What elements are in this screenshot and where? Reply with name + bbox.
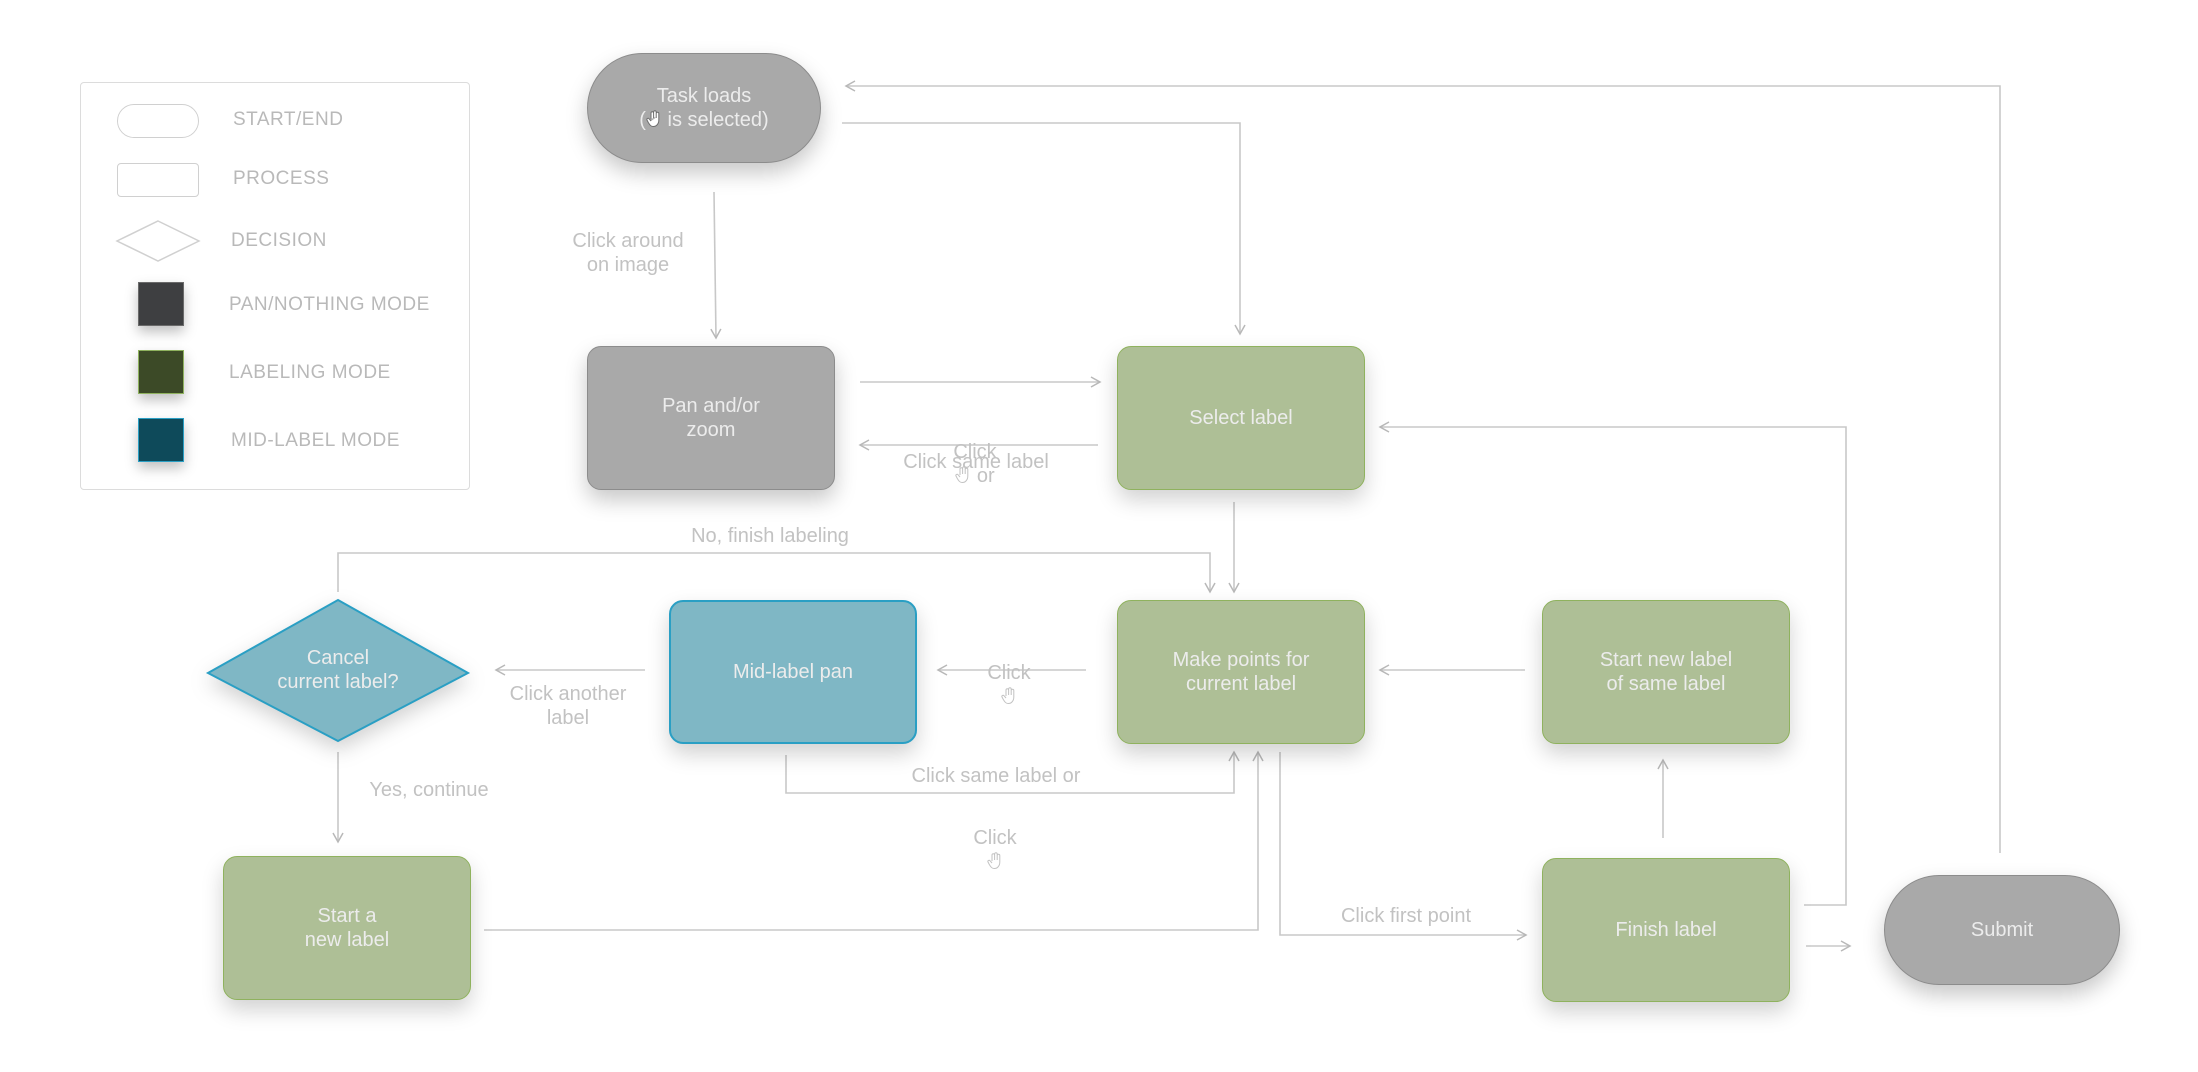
edge-label-click-same-or: Click same label or (911, 765, 1081, 787)
node-select-label: Select label (1117, 346, 1365, 490)
legend-mid-label-swatch (138, 418, 184, 462)
node-pan-zoom: Pan and/or zoom (587, 346, 835, 490)
edge-task-to-select (842, 122, 1246, 336)
legend-decision: DECISION (231, 230, 327, 251)
edge-label-click-hand-or: Click or (953, 441, 997, 487)
edge-label-click-another: Click another label (509, 683, 627, 729)
decision-diamond-cancel (205, 598, 471, 743)
legend-mid-label-mode: MID-LABEL MODE (231, 430, 400, 451)
edge-label-click-around: Click around on image (572, 230, 684, 276)
node-finish-label: Finish label (1542, 858, 1790, 1002)
edge-finish-to-select (1378, 421, 1847, 906)
edge-label-click-mid: Click (954, 637, 1064, 709)
legend-start-end-shape (117, 104, 199, 138)
edge-label-click-bottom: Click (940, 802, 1050, 874)
node-start-new-label: Start a new label (223, 856, 471, 1000)
legend-pan-swatch (138, 282, 184, 326)
legend-process: PROCESS (233, 168, 330, 189)
edge-label-click-same-label: Click same label (903, 451, 1049, 473)
legend-labeling-mode: LABELING MODE (229, 362, 391, 383)
edge-label-yes-continue: Yes, continue (369, 779, 489, 801)
legend-decision-shape (115, 220, 201, 262)
legend-labeling-swatch (138, 350, 184, 394)
edge-cancel-no (337, 552, 1216, 594)
hand-icon (646, 110, 660, 128)
hand-icon (1001, 687, 1015, 705)
node-task-loads: Task loads ( is selected) (587, 53, 821, 163)
hand-icon (987, 852, 1001, 870)
edge-submit-to-task (844, 80, 2001, 853)
legend-process-shape (117, 163, 199, 197)
edge-make-to-finish (1279, 752, 1528, 941)
task-loads-line2: ( is selected) (639, 109, 769, 131)
node-cancel-current: Cancel current label? (277, 647, 399, 693)
edge-task-to-pan (710, 191, 722, 340)
node-submit: Submit (1884, 875, 2120, 985)
legend-pan-mode: PAN/NOTHING MODE (229, 294, 430, 315)
edge-new-to-make (484, 750, 1264, 931)
node-start-new-same: Start new label of same label (1542, 600, 1790, 744)
edge-mid-to-make (785, 750, 1240, 794)
edge-label-no-finish: No, finish labeling (691, 525, 849, 547)
edge-label-click-first-point: Click first point (1340, 905, 1472, 927)
legend-start-end: START/END (233, 109, 344, 130)
node-mid-label-pan: Mid-label pan (669, 600, 917, 744)
node-make-points: Make points for current label (1117, 600, 1365, 744)
hand-icon (955, 466, 969, 484)
legend: START/END PROCESS DECISION PAN/NOTHING M… (80, 82, 470, 490)
task-loads-line1: Task loads (656, 85, 752, 107)
